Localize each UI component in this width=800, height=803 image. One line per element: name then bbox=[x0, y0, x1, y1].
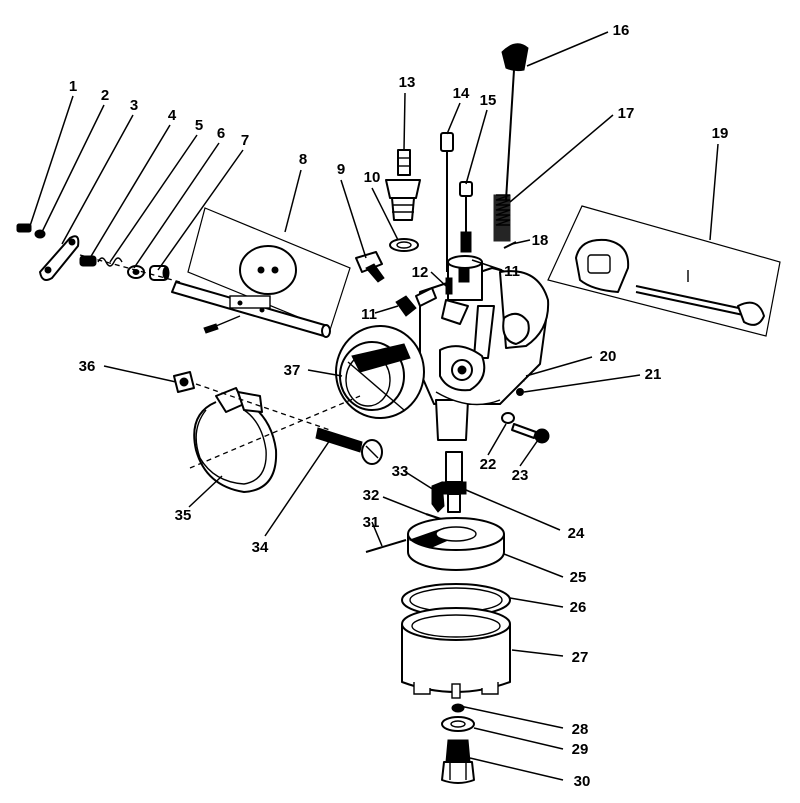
parts-illustration bbox=[16, 43, 781, 784]
part-2-washer bbox=[34, 229, 46, 239]
callout-11-lower: 11 bbox=[361, 306, 377, 323]
callout-31: 31 bbox=[363, 514, 380, 531]
callout-30: 30 bbox=[574, 773, 591, 790]
part-36-nut bbox=[173, 371, 195, 393]
leader-lines bbox=[29, 31, 719, 781]
part-28-washer bbox=[451, 703, 465, 713]
part-7-bushing bbox=[149, 265, 170, 281]
part-11-jet-right bbox=[458, 267, 470, 283]
part-34-bolt bbox=[315, 427, 383, 465]
callout-8: 8 bbox=[299, 151, 307, 168]
part-17-spring bbox=[493, 194, 511, 242]
callout-21: 21 bbox=[645, 366, 662, 383]
callout-16: 16 bbox=[613, 22, 630, 39]
callout-10: 10 bbox=[364, 169, 381, 186]
callout-18: 18 bbox=[532, 232, 549, 249]
callout-9: 9 bbox=[337, 161, 345, 178]
part-3-lever bbox=[39, 235, 80, 281]
callout-22: 22 bbox=[480, 456, 497, 473]
part-23-screw bbox=[511, 423, 550, 444]
callout-27: 27 bbox=[572, 649, 589, 666]
part-26-gasket bbox=[401, 583, 511, 617]
callout-26: 26 bbox=[570, 599, 587, 616]
callout-19: 19 bbox=[712, 125, 729, 142]
callout-7: 7 bbox=[241, 132, 249, 149]
part-22-washer bbox=[501, 412, 515, 424]
part-29-gasket bbox=[441, 716, 475, 732]
callout-35: 35 bbox=[175, 507, 192, 524]
part-4-clip bbox=[79, 255, 97, 267]
part-24-nozzle bbox=[441, 451, 467, 513]
part-31-hinge-pin bbox=[365, 539, 407, 553]
callout-32: 32 bbox=[363, 487, 380, 504]
callout-15: 15 bbox=[480, 92, 497, 109]
callout-2: 2 bbox=[101, 87, 109, 104]
part-11-jet-left bbox=[395, 295, 417, 317]
callout-34: 34 bbox=[252, 539, 269, 556]
callout-12: 12 bbox=[412, 264, 429, 281]
part-33-needle bbox=[431, 481, 445, 513]
callout-24: 24 bbox=[568, 525, 585, 542]
callout-25: 25 bbox=[570, 569, 587, 586]
part-14-needle bbox=[440, 132, 454, 272]
part-30-bowl-nut bbox=[441, 739, 475, 784]
part-10-gasket bbox=[389, 238, 419, 252]
part-21-ball bbox=[516, 388, 524, 396]
part-12-tube bbox=[445, 277, 453, 295]
callout-20: 20 bbox=[600, 348, 617, 365]
callout-17: 17 bbox=[618, 105, 635, 122]
callout-labels: 1 2 3 4 5 6 7 8 9 10 11 11 12 13 14 15 1… bbox=[69, 22, 729, 790]
part-37-flange bbox=[335, 325, 425, 419]
part-15-needle bbox=[459, 181, 473, 253]
callout-28: 28 bbox=[572, 721, 589, 738]
callout-29: 29 bbox=[572, 741, 589, 758]
callout-23: 23 bbox=[512, 467, 529, 484]
callout-6: 6 bbox=[217, 125, 225, 142]
callout-11-upper: 11 bbox=[504, 263, 520, 280]
callout-36: 36 bbox=[79, 358, 96, 375]
part-13-fitting bbox=[385, 149, 421, 221]
callout-5: 5 bbox=[195, 117, 203, 134]
part-9-screw bbox=[355, 251, 385, 283]
part-16-knob bbox=[501, 43, 529, 201]
callout-4: 4 bbox=[168, 107, 177, 124]
callout-13: 13 bbox=[399, 74, 416, 91]
callout-33: 33 bbox=[392, 463, 409, 480]
callout-1: 1 bbox=[69, 78, 77, 95]
part-25-float bbox=[407, 517, 505, 571]
part-8-throttle-shaft bbox=[171, 207, 351, 338]
part-35-clamp bbox=[193, 387, 278, 493]
part-27-bowl bbox=[401, 607, 511, 699]
callout-37: 37 bbox=[284, 362, 301, 379]
part-19-choke-shaft bbox=[547, 205, 781, 337]
part-1-screw bbox=[16, 223, 32, 233]
callout-14: 14 bbox=[453, 85, 470, 102]
carburetor-body bbox=[415, 255, 550, 441]
callout-3: 3 bbox=[130, 97, 138, 114]
